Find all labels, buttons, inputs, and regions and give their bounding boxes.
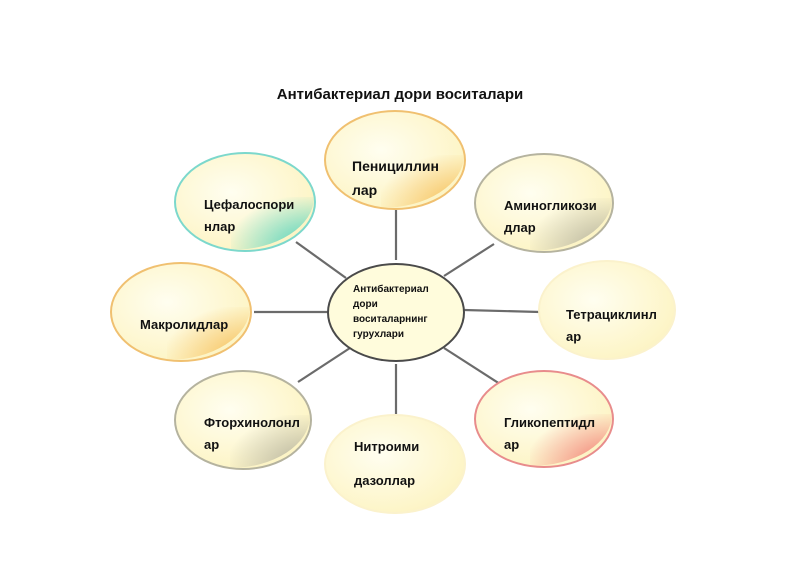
node-nitroimidazole: Нитроими дазоллар — [324, 414, 466, 514]
node-tetracycline-label: Тетрациклинл ар — [566, 307, 657, 344]
diagram-title: Антибактериал дори воситалари — [276, 86, 524, 103]
connector-fluoroquinolone — [297, 347, 351, 383]
connector-cephalosporin — [295, 241, 347, 279]
node-fluoroquinolone: Фторхинолонл ар — [174, 370, 312, 470]
node-aminoglycoside: Аминогликози длар — [474, 153, 614, 253]
connector-tetracycline — [463, 308, 541, 314]
node-penicillin: Пенициллин лар — [324, 110, 466, 210]
node-cephalosporin: Цефалоспори нлар — [174, 152, 316, 252]
node-penicillin-label: Пенициллин лар — [352, 158, 439, 198]
node-macrolide: Макролидлар — [110, 262, 252, 362]
connector-aminoglycoside — [443, 243, 495, 277]
node-glycopeptide: Гликопептидл ар — [474, 370, 614, 468]
center-node: Антибактериал дори воситаларнинг гурухла… — [327, 263, 465, 362]
node-fluoroquinolone-label: Фторхинолонл ар — [204, 415, 300, 452]
connector-glycopeptide — [443, 347, 501, 385]
node-aminoglycoside-label: Аминогликози длар — [504, 198, 597, 235]
center-label: Антибактериал дори воситаларнинг гурухла… — [353, 284, 429, 340]
node-nitroimidazole-label: Нитроими дазоллар — [354, 439, 420, 488]
node-cephalosporin-label: Цефалоспори нлар — [204, 197, 295, 234]
node-tetracycline: Тетрациклинл ар — [538, 260, 676, 360]
node-glycopeptide-label: Гликопептидл ар — [504, 415, 596, 452]
node-macrolide-label: Макролидлар — [140, 317, 229, 332]
